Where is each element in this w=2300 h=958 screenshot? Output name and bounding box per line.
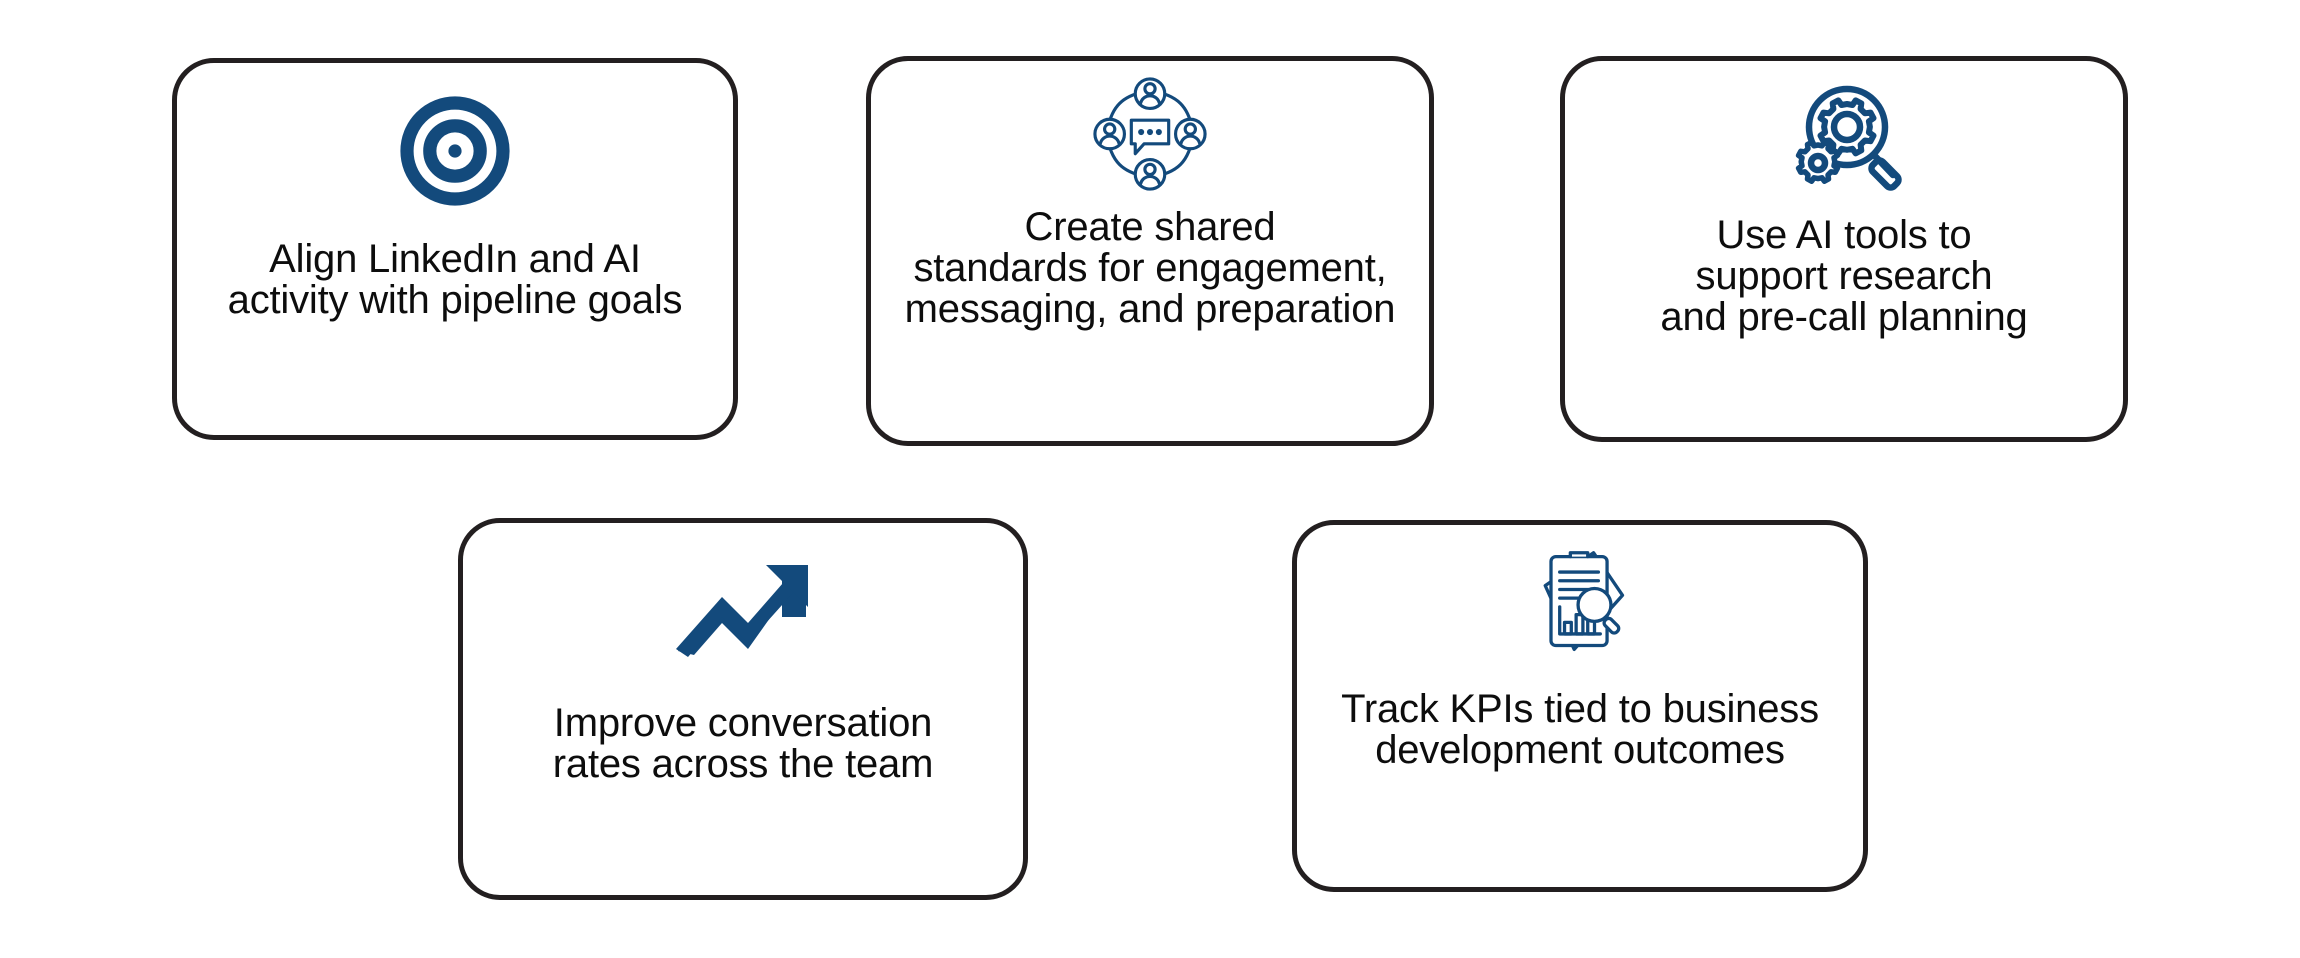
card-label: Use AI tools to support research and pre… [1660, 213, 2028, 340]
card-improve-conversation-rates[interactable]: Improve conversation rates across the te… [458, 518, 1028, 900]
card-label: Improve conversation rates across the te… [552, 701, 934, 787]
card-align-goals[interactable]: Align LinkedIn and AI activity with pipe… [172, 58, 738, 440]
card-label: Align LinkedIn and AI activity with pipe… [227, 237, 683, 323]
upward-trend-arrow-icon [463, 561, 1023, 659]
card-label: Create shared standards for engagement, … [904, 205, 1396, 332]
card-shared-standards[interactable]: Create shared standards for engagement, … [866, 56, 1434, 446]
report-analysis-magnifier-icon [1297, 545, 1863, 661]
team-collaboration-chat-icon [871, 75, 1429, 193]
card-track-kpis[interactable]: Track KPIs tied to business development … [1292, 520, 1868, 892]
card-label: Track KPIs tied to business development … [1341, 687, 1819, 773]
magnifier-gears-research-icon [1565, 79, 2123, 197]
target-bullseye-icon [177, 91, 733, 211]
card-ai-tools-research[interactable]: Use AI tools to support research and pre… [1560, 56, 2128, 442]
